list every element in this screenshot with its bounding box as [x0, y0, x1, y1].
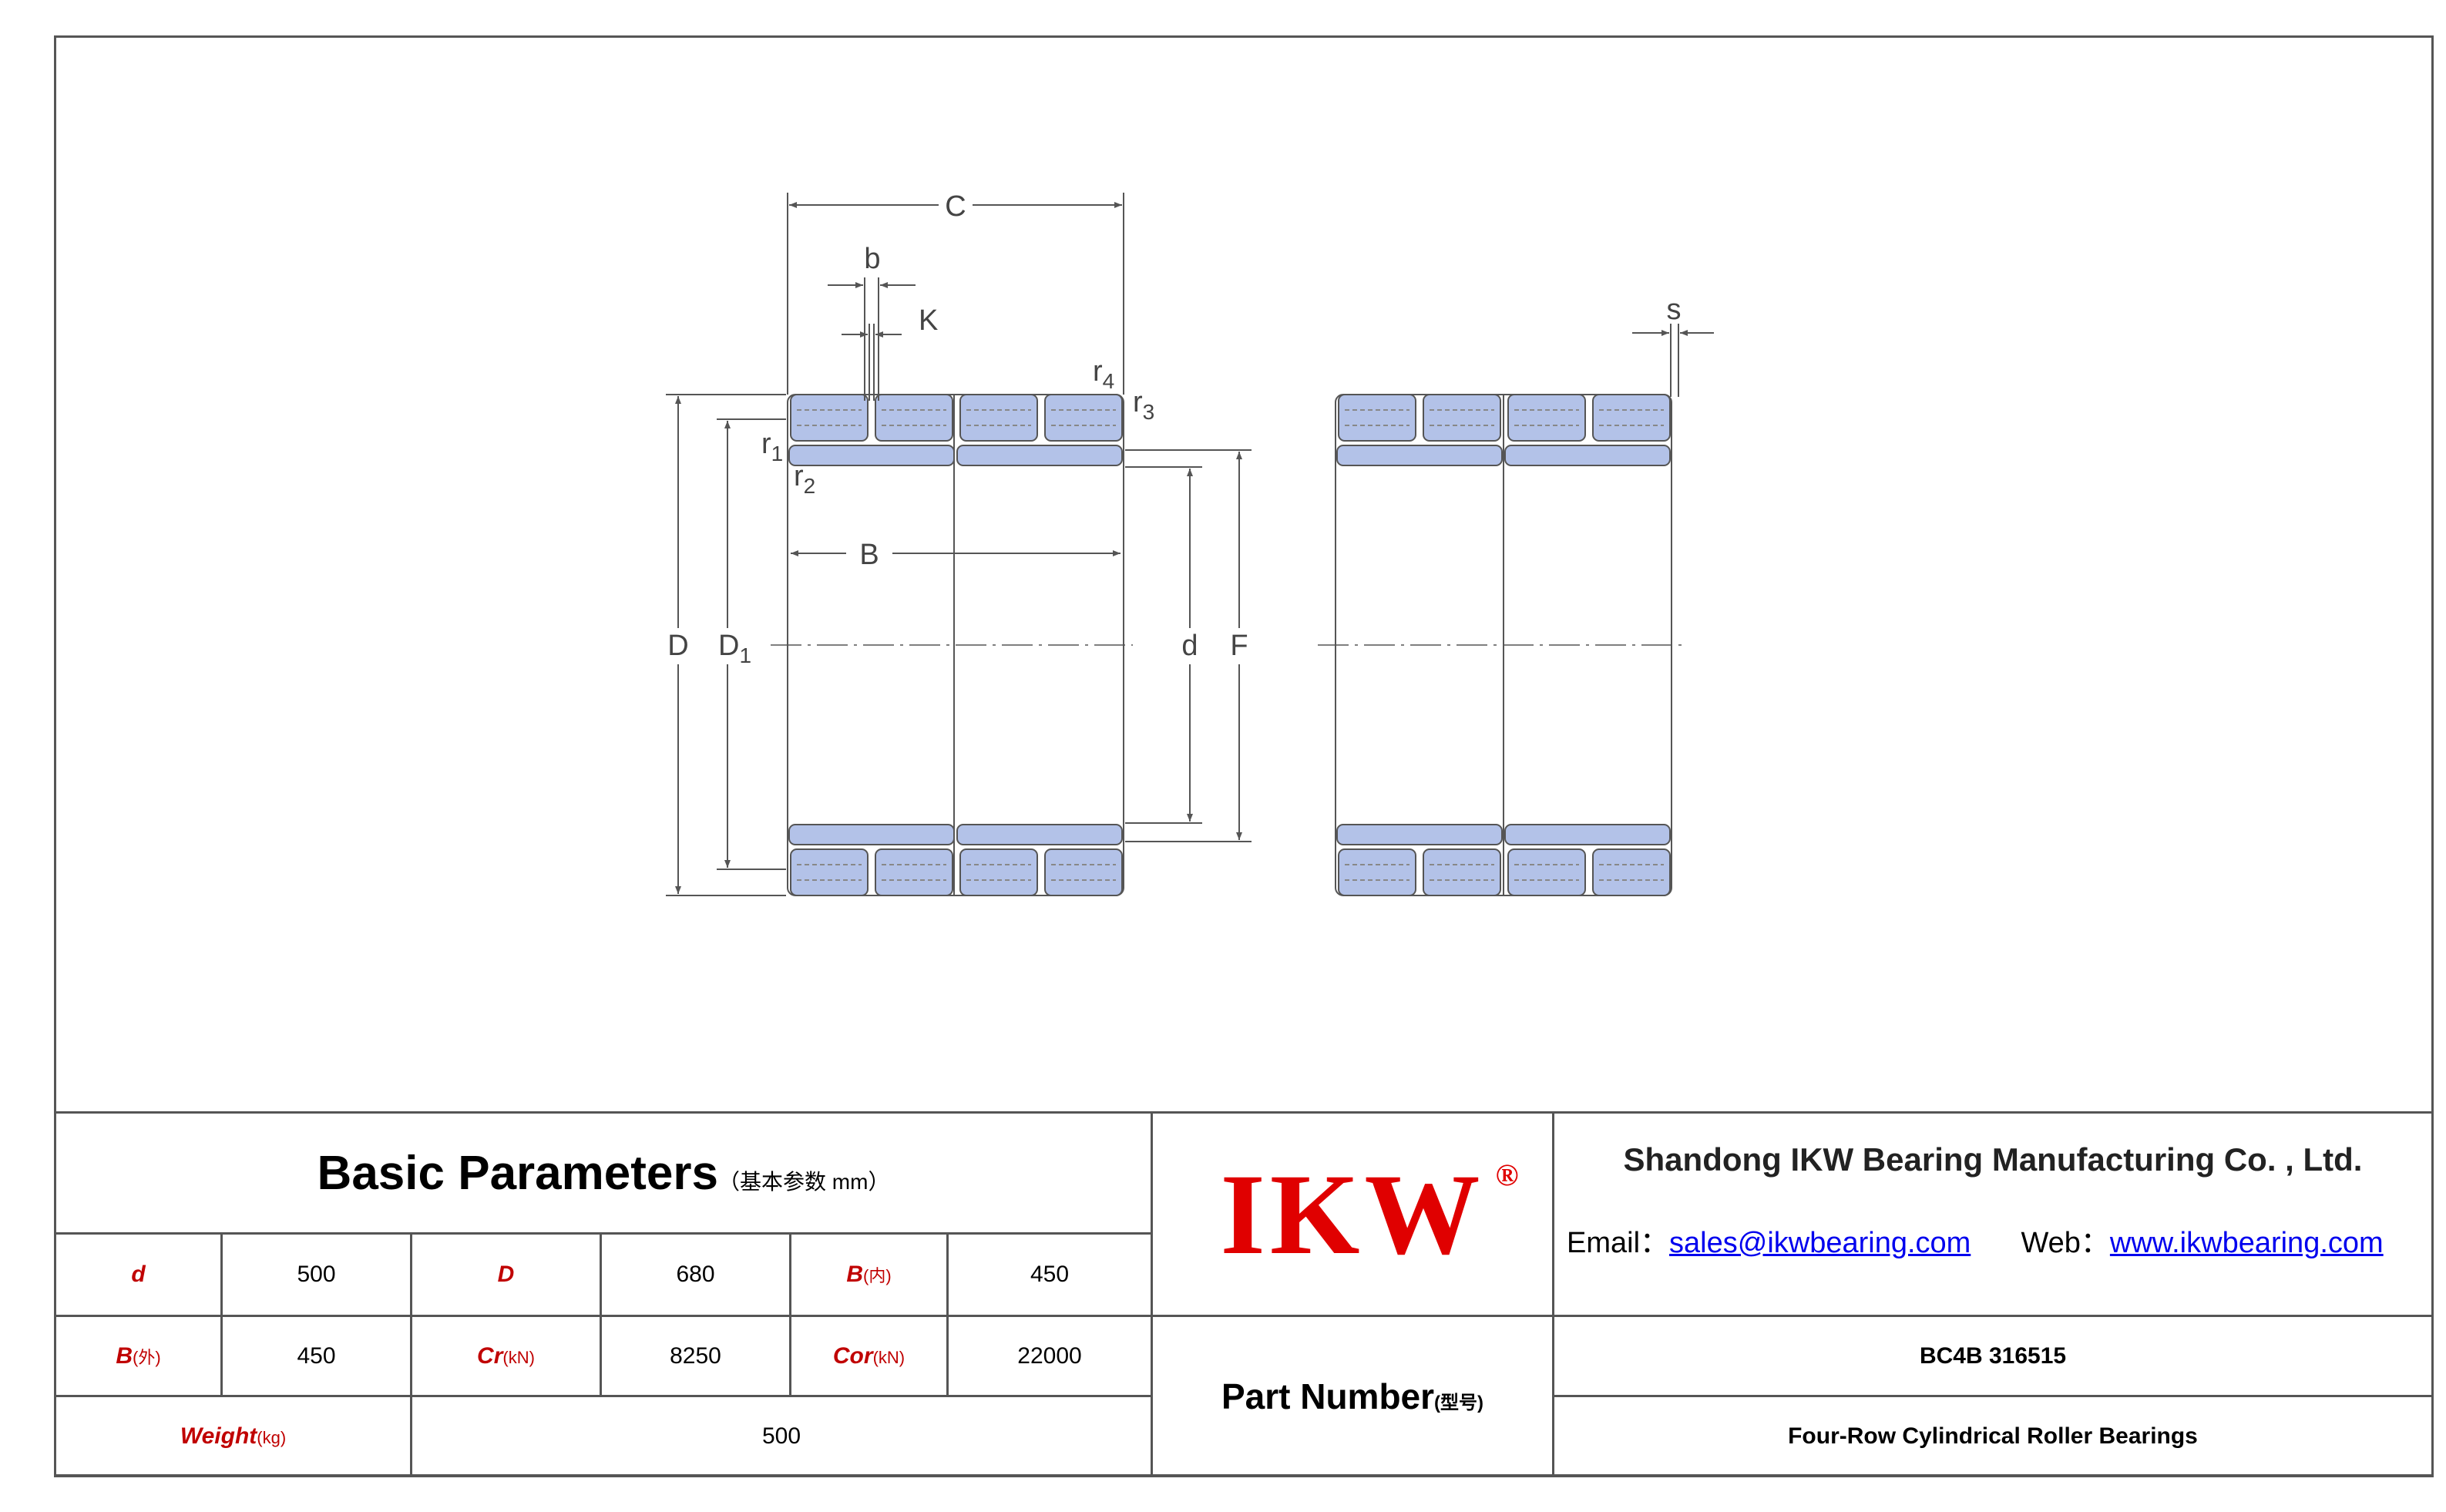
param-label-weight: Weight(kg): [54, 1395, 412, 1477]
roller: [875, 848, 953, 896]
ikw-logo: IKW®: [1220, 1150, 1519, 1278]
dim-label-r1: r1: [761, 428, 783, 465]
roller: [1338, 848, 1416, 896]
roller: [1423, 848, 1501, 896]
dim-label-r4: r4: [1093, 355, 1114, 393]
param-label-B-inner: B(内): [789, 1232, 949, 1317]
part-number-label: Part Number(型号): [1221, 1376, 1484, 1416]
section-view-right: [1318, 394, 1688, 896]
roller: [1338, 394, 1416, 442]
inner-ring-band: [1336, 824, 1503, 845]
param-value-weight: 500: [410, 1395, 1153, 1477]
param-value-Cor: 22000: [946, 1315, 1153, 1397]
param-value-D: 680: [600, 1232, 791, 1317]
param-label-d: d: [54, 1232, 223, 1317]
roller: [1423, 394, 1501, 442]
dim-label-d: d: [1181, 630, 1198, 662]
parameter-table: Basic Parameters（基本参数 mm） IKW® Shandong …: [54, 1111, 2434, 1477]
dim-label-K: K: [919, 304, 938, 337]
company-name: Shandong IKW Bearing Manufacturing Co. ,…: [1623, 1141, 2363, 1178]
param-value-B-outer: 450: [220, 1315, 412, 1397]
inner-ring-band: [1504, 824, 1671, 845]
dim-label-s: s: [1667, 294, 1682, 326]
part-number-label-cell: Part Number(型号): [1151, 1315, 1554, 1477]
dim-label-B: B: [859, 539, 879, 571]
roller: [1507, 848, 1586, 896]
web-label: Web：: [2021, 1227, 2110, 1259]
roller: [790, 848, 869, 896]
inner-ring-band: [1504, 445, 1671, 466]
email-label: Email：: [1567, 1227, 1670, 1259]
dim-label-C: C: [945, 190, 966, 223]
roller: [1507, 394, 1586, 442]
roller: [1044, 848, 1123, 896]
roller: [1044, 394, 1123, 442]
dim-label-b: b: [864, 243, 880, 275]
bearing-type: Four-Row Cylindrical Roller Bearings: [1552, 1395, 2434, 1477]
dim-label-D: D: [667, 630, 688, 662]
basic-parameters-header: Basic Parameters（基本参数 mm）: [54, 1111, 1153, 1235]
param-label-Cr: Cr(kN): [410, 1315, 602, 1397]
param-label-D: D: [410, 1232, 602, 1317]
param-value-Cr: 8250: [600, 1315, 791, 1397]
roller: [1592, 394, 1671, 442]
dim-label-r3: r3: [1133, 386, 1154, 424]
param-value-d: 500: [220, 1232, 412, 1317]
brand-logo-cell: IKW®: [1151, 1111, 1554, 1317]
inner-ring-band: [956, 824, 1123, 845]
email-link[interactable]: sales@ikwbearing.com: [1669, 1227, 1971, 1259]
roller: [959, 394, 1038, 442]
inner-ring-band: [956, 445, 1123, 466]
dim-label-D1: D1: [718, 630, 751, 667]
dim-label-r2: r2: [794, 460, 815, 498]
roller: [1592, 848, 1671, 896]
model-number: BC4B 316515: [1552, 1315, 2434, 1397]
basic-parameters-unit: （基本参数 mm）: [718, 1169, 890, 1194]
roller: [790, 394, 869, 442]
inner-ring-band: [788, 445, 955, 466]
roller: [875, 394, 953, 442]
param-label-Cor: Cor(kN): [789, 1315, 949, 1397]
roller: [959, 848, 1038, 896]
roller-rows: [788, 394, 1671, 896]
param-label-B-outer: B(外): [54, 1315, 223, 1397]
contact-line: Email：sales@ikwbearing.com Web：www.ikwbe…: [1554, 1218, 2431, 1261]
param-value-B-inner: 450: [946, 1232, 1153, 1317]
bearing-drawing: C b K s r4 r3 r1 r2 B D D1 d F: [666, 190, 1714, 896]
dimension-lines: [666, 193, 1714, 896]
web-link[interactable]: www.ikwbearing.com: [2109, 1227, 2384, 1259]
basic-parameters-title: Basic Parameters: [317, 1146, 719, 1200]
section-view-left: [771, 394, 1133, 896]
company-info-cell: Shandong IKW Bearing Manufacturing Co. ,…: [1552, 1111, 2434, 1317]
inner-ring-band: [1336, 445, 1503, 466]
inner-ring-band: [788, 824, 955, 845]
dim-label-F: F: [1230, 630, 1248, 662]
